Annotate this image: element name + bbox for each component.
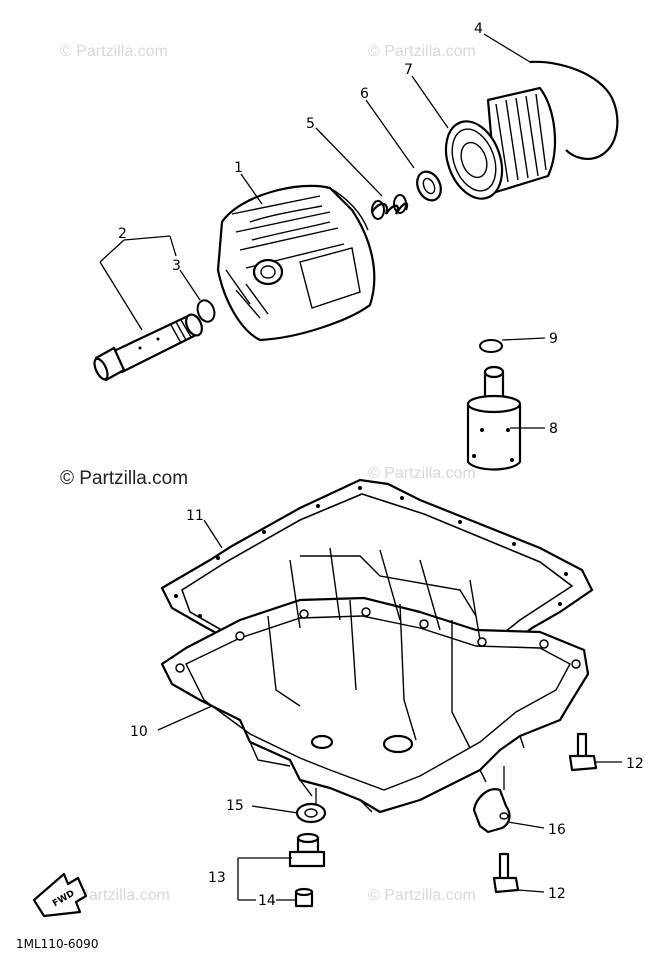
callout-12-lower: 12 — [548, 886, 566, 902]
callout-6: 6 — [360, 86, 369, 102]
fwd-arrow-icon: FWD — [32, 872, 88, 918]
watermark-bottom-right: © Partzilla.com — [368, 887, 476, 904]
callout-1: 1 — [234, 160, 243, 176]
callout-9: 9 — [549, 331, 558, 347]
callout-14: 14 — [258, 893, 276, 909]
callout-12-upper: 12 — [626, 756, 644, 772]
watermark-mid-right: © Partzilla.com — [368, 465, 476, 482]
watermark-bottom-left: © Partzilla.com — [62, 887, 170, 904]
part-16-bracket[interactable] — [472, 788, 511, 834]
part-10-oil-pan[interactable] — [160, 547, 590, 814]
callout-5: 5 — [306, 116, 315, 132]
part-3-o-ring[interactable] — [195, 298, 218, 324]
callout-16: 16 — [548, 822, 566, 838]
part-14-bolt[interactable] — [294, 887, 314, 908]
callout-10: 10 — [130, 724, 148, 740]
callout-2: 2 — [118, 226, 127, 242]
watermark-top-right: © Partzilla.com — [368, 43, 476, 60]
callout-15: 15 — [226, 798, 244, 814]
part-7-oil-filter-element[interactable] — [436, 86, 557, 206]
callout-8: 8 — [549, 421, 558, 437]
part-13-drain-bolt[interactable] — [288, 832, 326, 868]
leader-lines — [99, 33, 622, 901]
callout-13: 13 — [208, 870, 226, 886]
part-12-bolt-upper[interactable] — [568, 732, 598, 772]
part-8-relief-valve[interactable] — [466, 365, 522, 471]
part-2-union-bolt[interactable] — [92, 312, 205, 382]
watermark-mid-left: © Partzilla.com — [60, 468, 188, 489]
part-9-o-ring[interactable] — [479, 339, 503, 353]
callout-11: 11 — [186, 508, 204, 524]
watermark-top-left: © Partzilla.com — [60, 43, 168, 60]
part-15-gasket[interactable] — [295, 802, 327, 824]
diagram-code: 1ML110-6090 — [16, 937, 98, 951]
part-12-bolt-lower[interactable] — [492, 852, 520, 894]
callout-3: 3 — [172, 258, 181, 274]
part-1-oil-filter-cover[interactable] — [216, 184, 376, 342]
part-5-spring[interactable] — [371, 194, 409, 220]
part-4-o-ring[interactable] — [529, 60, 619, 160]
callout-4: 4 — [474, 21, 483, 37]
part-6-washer[interactable] — [413, 168, 446, 204]
callout-7: 7 — [404, 62, 413, 78]
